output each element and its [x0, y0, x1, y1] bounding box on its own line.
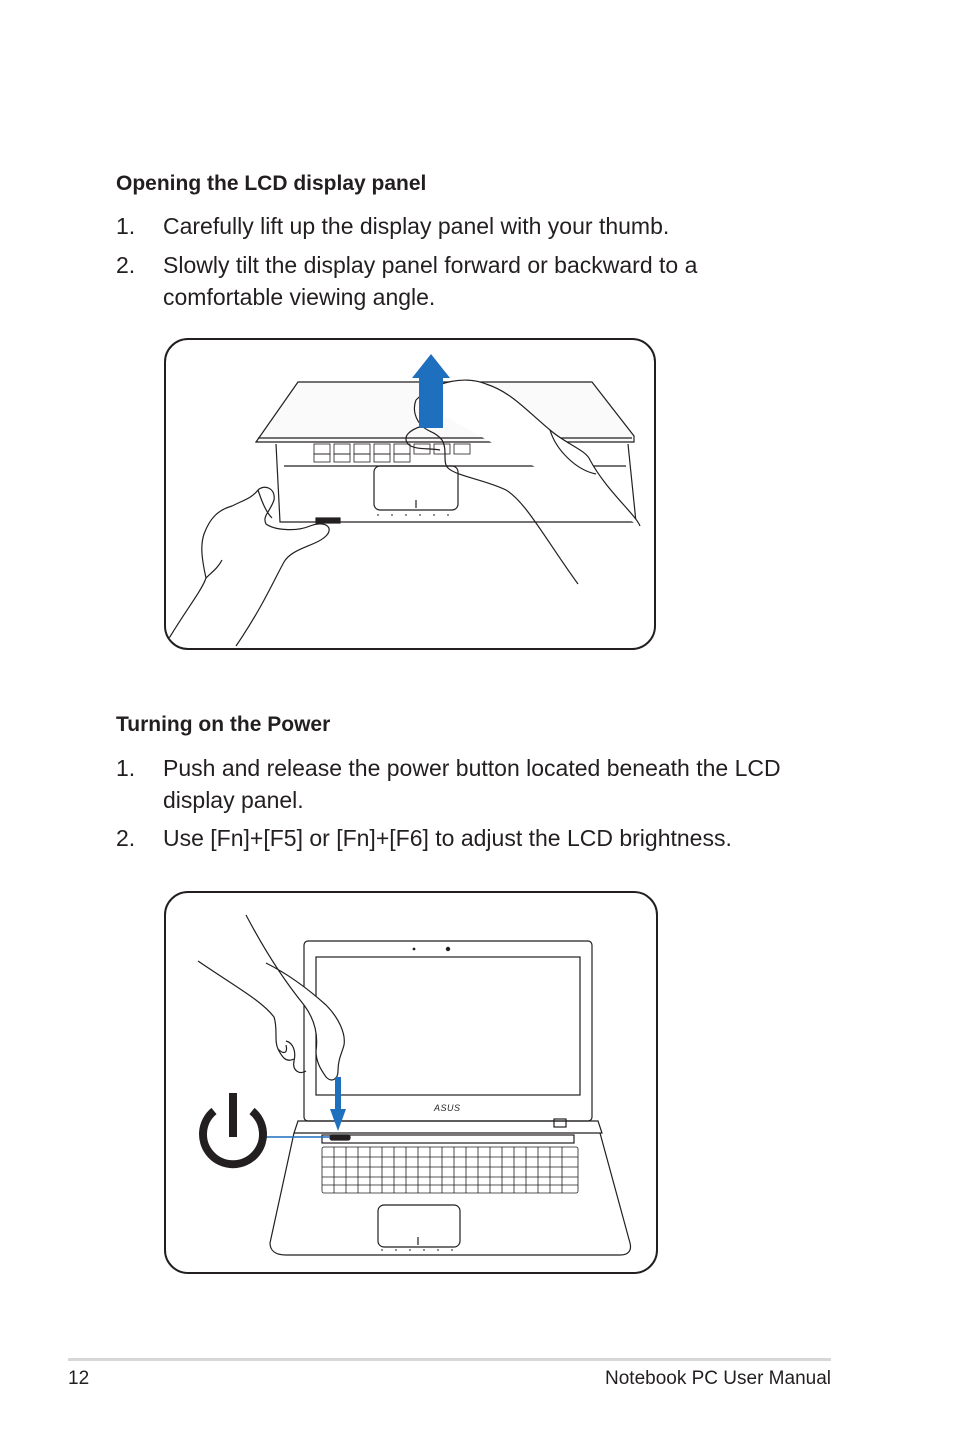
- step-text: comfortable viewing angle.: [163, 284, 436, 310]
- section-heading-turning-on-power: Turning on the Power: [116, 713, 331, 736]
- step-text: Push and release the power button locate…: [163, 755, 781, 781]
- page-number: 12: [68, 1368, 90, 1389]
- opening-lid-drawing: [167, 354, 641, 647]
- step-number: 1.: [116, 213, 136, 239]
- lift-up-arrow: [412, 354, 450, 428]
- illustration-power-button: ASUS: [164, 891, 658, 1274]
- step-text: display panel.: [163, 787, 304, 813]
- power-icon: [199, 1093, 267, 1169]
- brand-logo: ASUS: [434, 1103, 461, 1113]
- keyboard: [321, 1146, 579, 1194]
- power-button-drawing: [197, 914, 632, 1256]
- step-text: Slowly tilt the display panel forward or…: [163, 252, 698, 278]
- step-text: Use [Fn]+[F5] or [Fn]+[F6] to adjust the…: [163, 825, 732, 851]
- illustration-opening-lid: [164, 338, 656, 650]
- step-text: Carefully lift up the display panel with…: [163, 213, 670, 239]
- step-number: 2.: [116, 252, 136, 278]
- manual-title: Notebook PC User Manual: [605, 1368, 831, 1389]
- section-heading-opening-lcd: Opening the LCD display panel: [116, 172, 427, 195]
- press-down-arrow: [330, 1077, 346, 1131]
- footer-divider: [68, 1358, 831, 1361]
- step-number: 1.: [116, 755, 136, 781]
- step-number: 2.: [116, 825, 136, 851]
